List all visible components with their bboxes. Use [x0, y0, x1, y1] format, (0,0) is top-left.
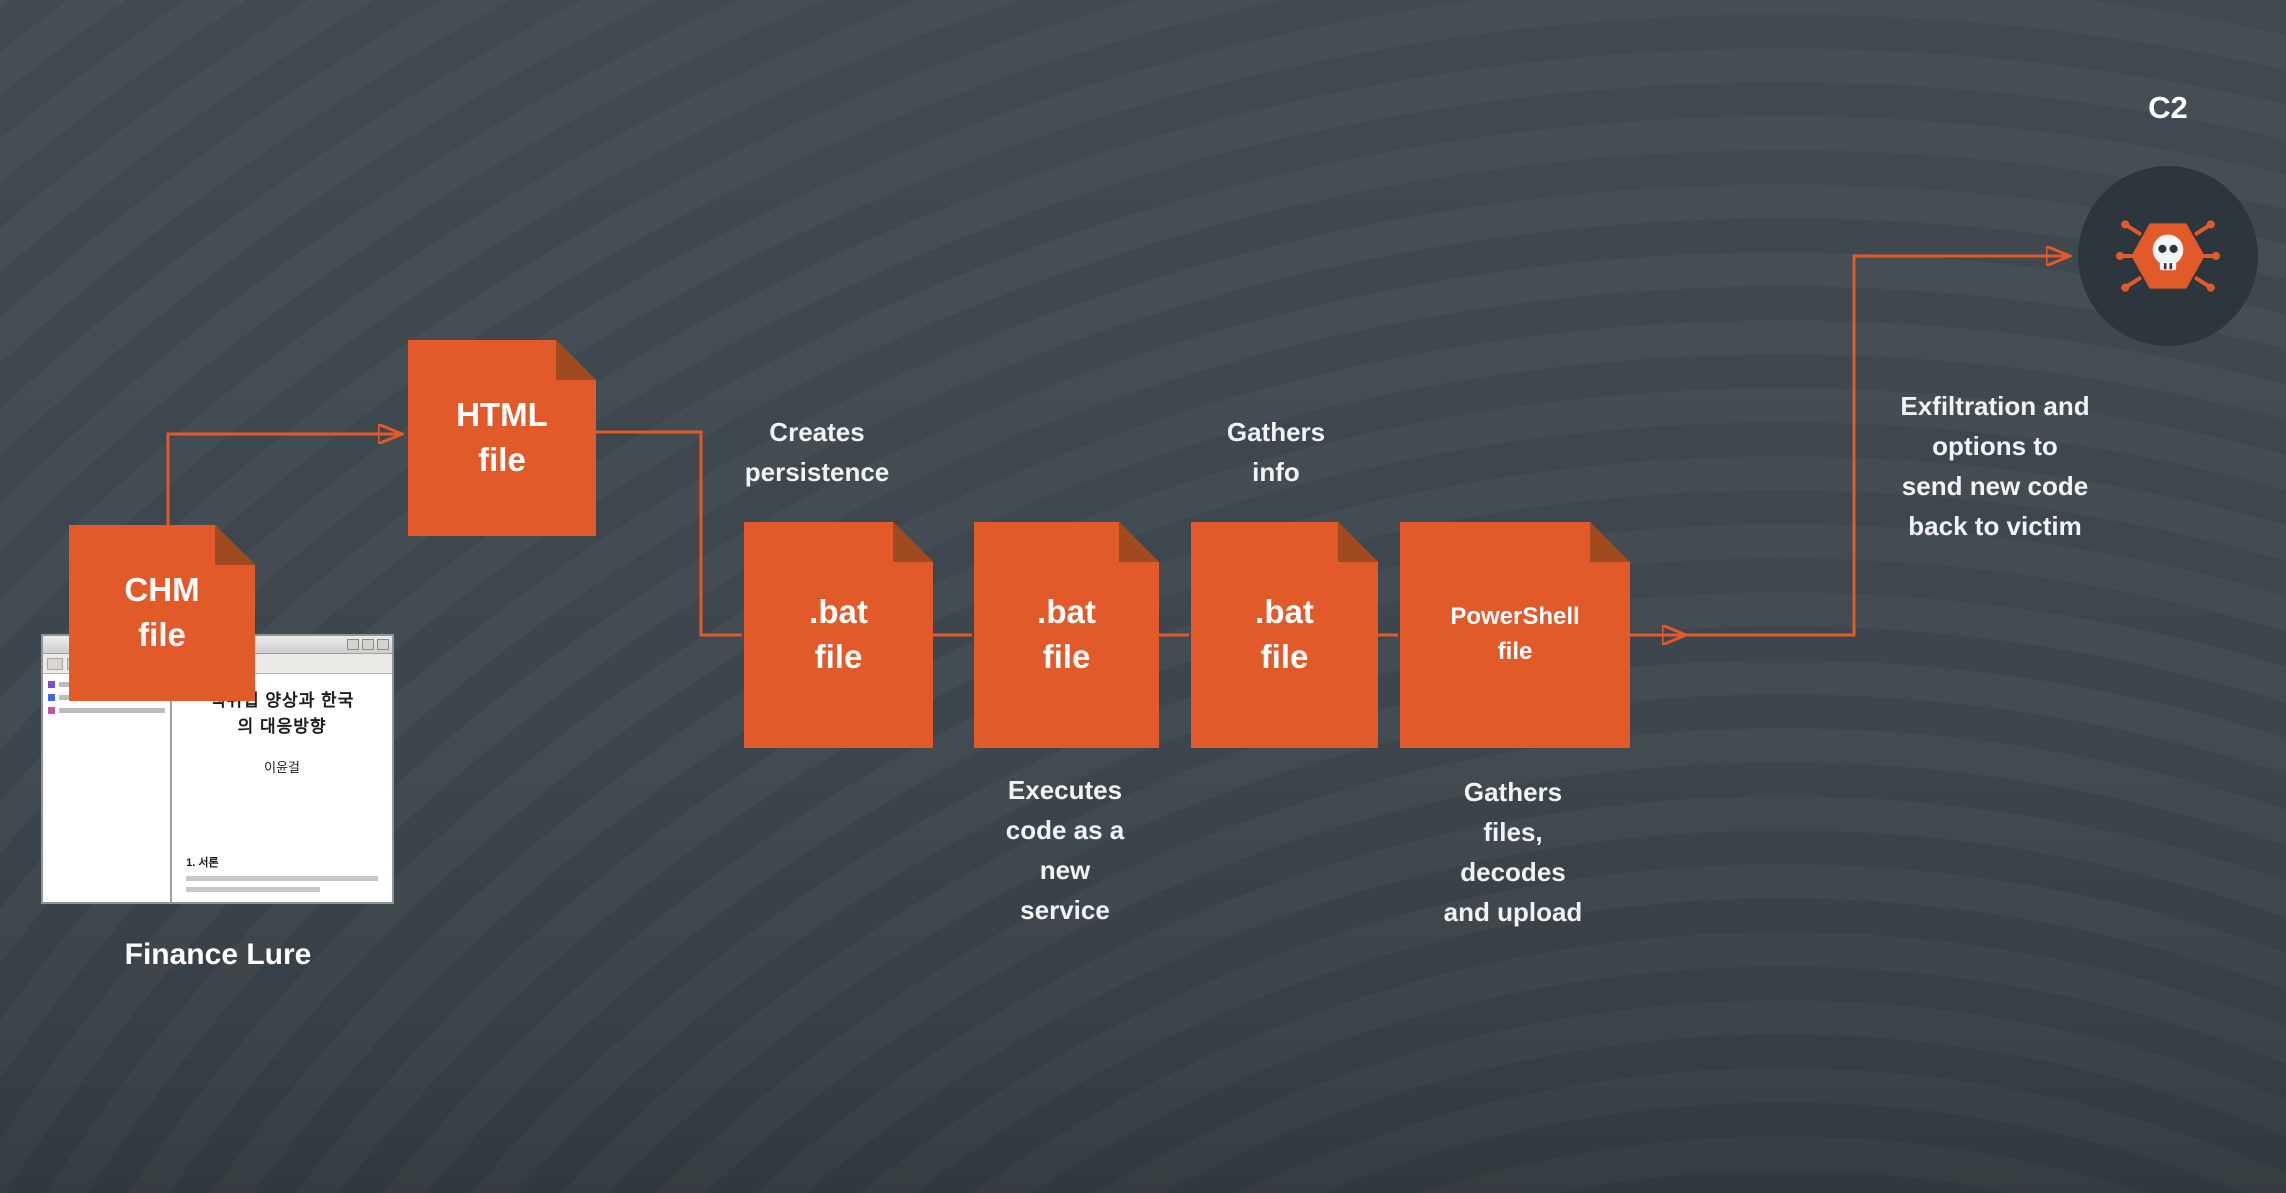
note-gathers-files: Gathers files, decodes and upload — [1443, 777, 1583, 928]
bat-file-icon-1: .bat file — [744, 522, 933, 748]
tree-item — [48, 707, 166, 714]
note-exfiltration: Exfiltration and options to send new cod… — [1900, 391, 2090, 542]
file-fold-corner — [556, 340, 596, 380]
note-gathers-info: Gathers info — [1226, 417, 1326, 488]
file-fold-corner — [1338, 522, 1378, 562]
lure-document-pane: 핵위협 양상과 한국의 대응방향 이윤걸 1. 서론 — [172, 674, 392, 902]
maximize-button-icon — [362, 639, 374, 650]
minimize-button-icon — [347, 639, 359, 650]
bat-file-label-1: .bat file — [809, 593, 868, 675]
powershell-file-label: PowerShell file — [1450, 603, 1580, 665]
html-file-label: HTML file — [456, 396, 548, 478]
chm-file-label: CHM file — [124, 571, 200, 653]
text-placeholder — [59, 708, 166, 713]
file-fold-corner — [893, 522, 933, 562]
lure-document-author: 이윤걸 — [264, 759, 300, 775]
malware-bug-icon — [2116, 220, 2220, 292]
toolbar-button-icon — [47, 657, 63, 670]
file-fold-corner — [1590, 522, 1630, 562]
tree-item-icon — [48, 694, 55, 701]
chm-file-icon: CHM file — [69, 525, 255, 701]
tree-item-icon — [48, 707, 55, 714]
close-button-icon — [377, 639, 389, 650]
arrow-chm-to-html — [166, 434, 400, 527]
note-executes-service: Executes code as a new service — [1005, 775, 1125, 926]
tree-item-icon — [48, 681, 55, 688]
file-fold-corner — [215, 525, 255, 565]
bat-file-icon-3: .bat file — [1191, 522, 1378, 748]
lure-document-section: 1. 서론 — [186, 857, 219, 869]
html-file-icon: HTML file — [408, 340, 596, 536]
lure-window-panes: 핵위협 양상과 한국의 대응방향 이윤걸 1. 서론 — [43, 674, 392, 902]
c2-node — [2078, 166, 2258, 346]
c2-title: C2 — [2148, 90, 2188, 125]
file-fold-corner — [1119, 522, 1159, 562]
bat-file-icon-2: .bat file — [974, 522, 1159, 748]
powershell-file-icon: PowerShell file — [1400, 522, 1630, 748]
text-placeholder — [186, 876, 378, 881]
lure-contents-pane — [43, 674, 173, 902]
text-placeholder — [186, 887, 321, 892]
bat-file-label-2: .bat file — [1037, 593, 1096, 675]
bat-file-label-3: .bat file — [1255, 593, 1314, 675]
note-creates-persistence: Creates persistence — [744, 417, 890, 488]
finance-lure-caption: Finance Lure — [124, 938, 312, 971]
lure-document-body: 1. 서론 — [182, 854, 382, 894]
